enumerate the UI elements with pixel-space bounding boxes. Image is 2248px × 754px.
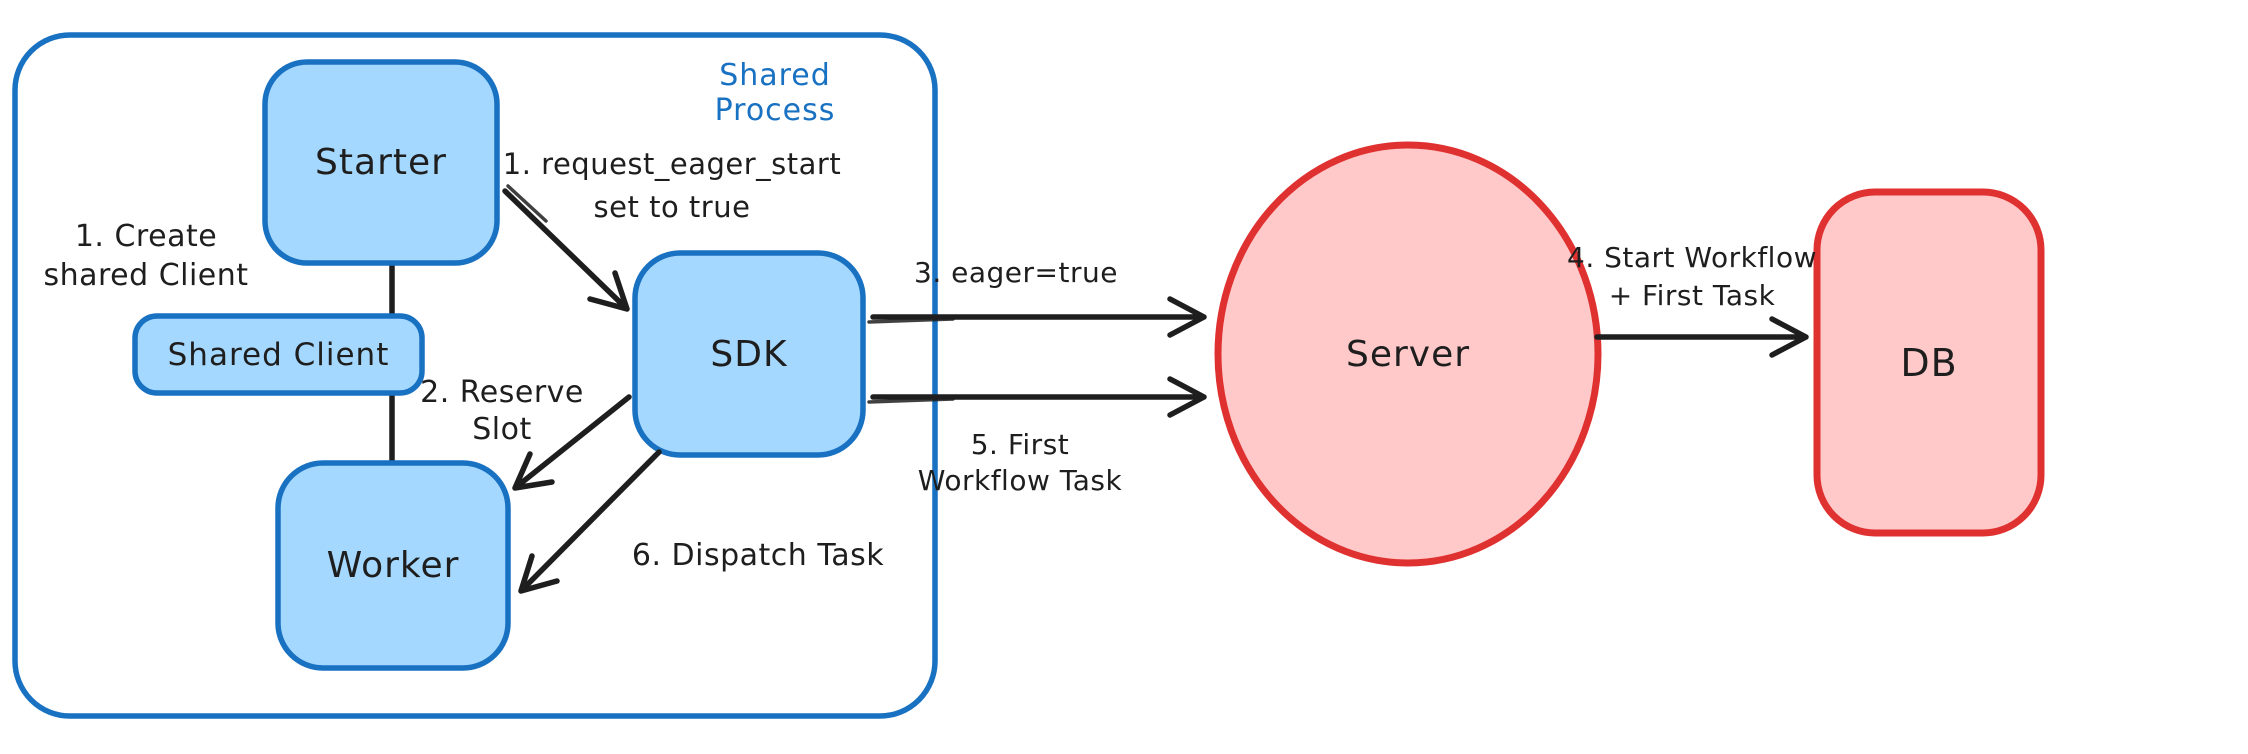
starter-node-label: Starter [315, 142, 447, 183]
annotation-first-workflow-task-line1: 5. First [970, 428, 1070, 461]
annotation-first-workflow-task: 5. First Workflow Task [918, 427, 1122, 499]
annotation-first-workflow-task-line2: Workflow Task [917, 464, 1123, 497]
db-node-shape [1813, 188, 2045, 537]
server-node-label: Server [1345, 333, 1471, 375]
sdk-node-label: SDK [710, 333, 788, 375]
shared-client-node-label: Shared Client [167, 336, 390, 373]
arrow-sdk-to-worker-dispatch-task [518, 449, 662, 594]
annotation-request-eager-start-line2: set to true [593, 190, 751, 224]
shared-process-label: Shared Process [714, 58, 836, 128]
annotation-create-shared-client-line2: shared Client [43, 258, 249, 293]
annotation-create-shared-client: 1. Create shared Client [43, 217, 248, 295]
annotation-request-eager-start: 1. request_eager_start set to true [503, 143, 841, 229]
starter-node-shape [262, 59, 500, 266]
shared-client-node-shape [132, 313, 425, 396]
annotation-dispatch-task-text: 6. Dispatch Task [631, 538, 885, 573]
annotation-reserve-slot-line2: Slot [472, 412, 532, 447]
annotation-start-workflow-line1: 4. Start Workflow [1567, 241, 1817, 274]
worker-node-shape [275, 460, 511, 671]
annotation-eager-true-text: 3. eager=true [914, 256, 1118, 289]
annotation-start-workflow-line2: + First Task [1608, 279, 1776, 312]
annotation-request-eager-start-line1: 1. request_eager_start [502, 147, 842, 181]
sdk-node-shape [632, 250, 866, 458]
server-node-shape [1214, 141, 1602, 567]
annotation-start-workflow: 4. Start Workflow + First Task [1567, 239, 1817, 315]
worker-node-label: Worker [326, 545, 460, 586]
annotation-reserve-slot: 2. Reserve Slot [420, 374, 584, 448]
annotation-eager-true: 3. eager=true [914, 256, 1118, 289]
annotation-reserve-slot-line1: 2. Reserve [420, 375, 584, 410]
arrow-server-to-db [1594, 316, 1809, 358]
arrow-sdk-to-server-first-workflow-task [867, 376, 1207, 418]
arrow-sdk-to-worker-reserve-slot [512, 394, 632, 491]
db-node-label: DB [1900, 340, 1958, 385]
annotation-dispatch-task: 6. Dispatch Task [632, 538, 884, 573]
shared-process-container-shape [12, 32, 938, 719]
arrow-sdk-to-server-eager [867, 296, 1207, 338]
arrow-starter-to-sdk [502, 184, 630, 312]
annotation-create-shared-client-line1: 1. Create [74, 219, 218, 254]
